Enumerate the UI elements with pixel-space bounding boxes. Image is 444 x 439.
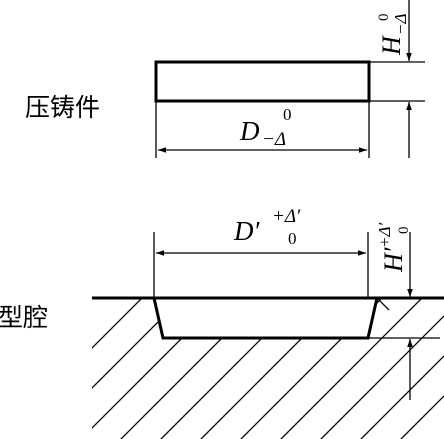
cavity-height-symbol: H′	[379, 247, 408, 273]
casting-height-upper: 0	[376, 14, 392, 22]
cavity-label: 型腔	[0, 303, 48, 332]
cavity-outline	[92, 296, 444, 340]
cavity-chamfer-right-slope	[376, 297, 390, 311]
cavity-hatch	[92, 298, 444, 439]
casting-group: D 0 −Δ H −Δ 0 压铸件	[25, 0, 425, 158]
cavity-height-upper: +Δ′	[375, 223, 394, 248]
cavity-group: D′ +Δ′ 0 H′ +Δ′ 0 型腔	[0, 206, 444, 439]
casting-diameter-symbol: D	[239, 116, 260, 146]
cavity-diameter-lower: 0	[288, 229, 297, 248]
casting-body	[154, 60, 371, 103]
casting-height-symbol: H	[377, 35, 406, 56]
cavity-diameter-upper: +Δ′	[272, 206, 301, 227]
cavity-diameter-symbol: D′	[233, 216, 260, 246]
casting-diameter-lower: −Δ	[262, 129, 286, 150]
casting-diameter-upper: 0	[283, 105, 292, 124]
cavity-height-lower: 0	[396, 227, 412, 235]
casting-height-lower: −Δ	[391, 14, 410, 35]
casting-label: 压铸件	[25, 93, 100, 122]
